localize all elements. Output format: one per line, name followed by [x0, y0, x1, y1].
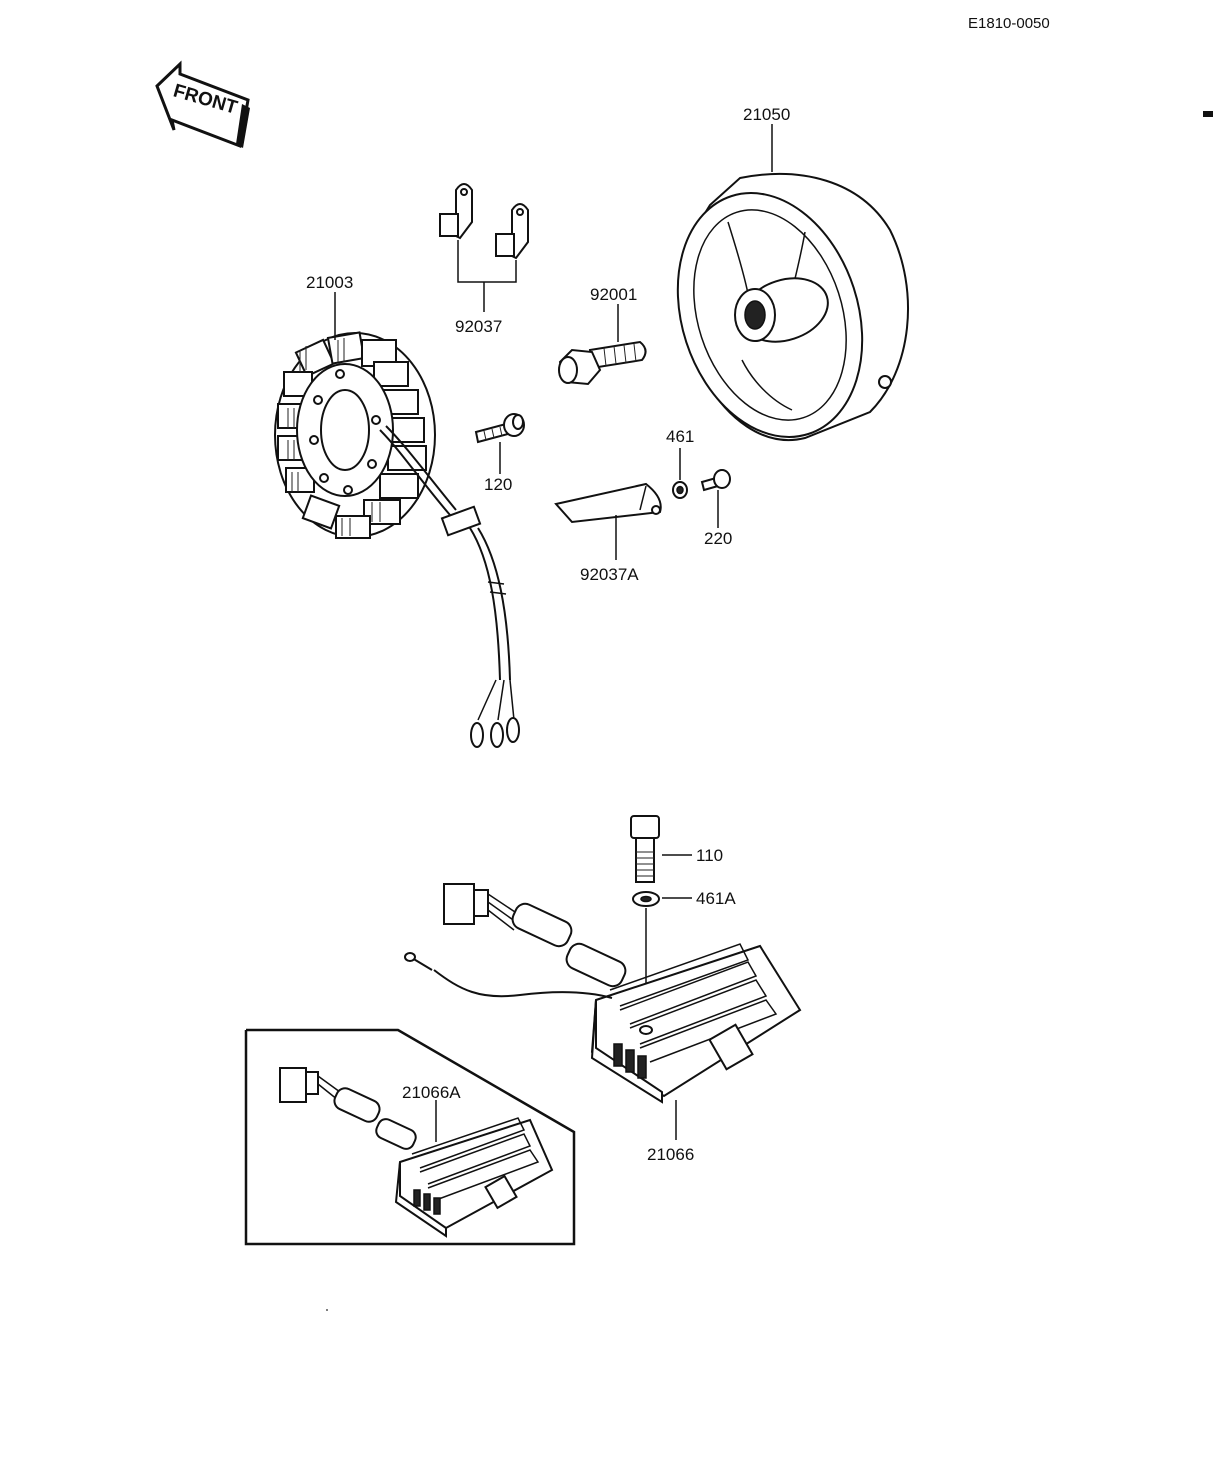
screw-120	[474, 413, 525, 444]
clip-pair	[439, 183, 529, 312]
screw-220	[700, 469, 731, 492]
washer-461	[672, 481, 688, 499]
rotor-flywheel	[676, 172, 910, 441]
regulator-harness	[404, 883, 627, 999]
label-21066a: 21066A	[402, 1083, 461, 1102]
washer-461a	[632, 891, 660, 907]
bolt-110	[630, 815, 660, 883]
regulator-21066	[590, 943, 802, 1104]
clamp-92037a	[554, 482, 662, 524]
speck	[326, 1309, 328, 1311]
label-110: 110	[696, 846, 723, 865]
stator-assembly	[274, 331, 520, 748]
label-92037a: 92037A	[580, 565, 639, 584]
edge-mark	[1203, 111, 1213, 117]
label-92037: 92037	[455, 317, 502, 336]
inset-box	[244, 1028, 576, 1246]
drawing-code: E1810-0050	[968, 15, 1050, 32]
label-461a: 461A	[696, 889, 736, 908]
label-21003: 21003	[306, 273, 353, 292]
label-220: 220	[704, 529, 732, 548]
front-arrow-icon: FRONT	[155, 60, 250, 149]
regulator-21066a	[279, 1067, 554, 1238]
label-92001: 92001	[590, 285, 637, 304]
label-21066: 21066	[647, 1145, 694, 1164]
rotor-bolt	[558, 340, 647, 386]
label-461: 461	[666, 427, 694, 446]
label-21050: 21050	[743, 105, 790, 124]
label-120: 120	[484, 475, 512, 494]
